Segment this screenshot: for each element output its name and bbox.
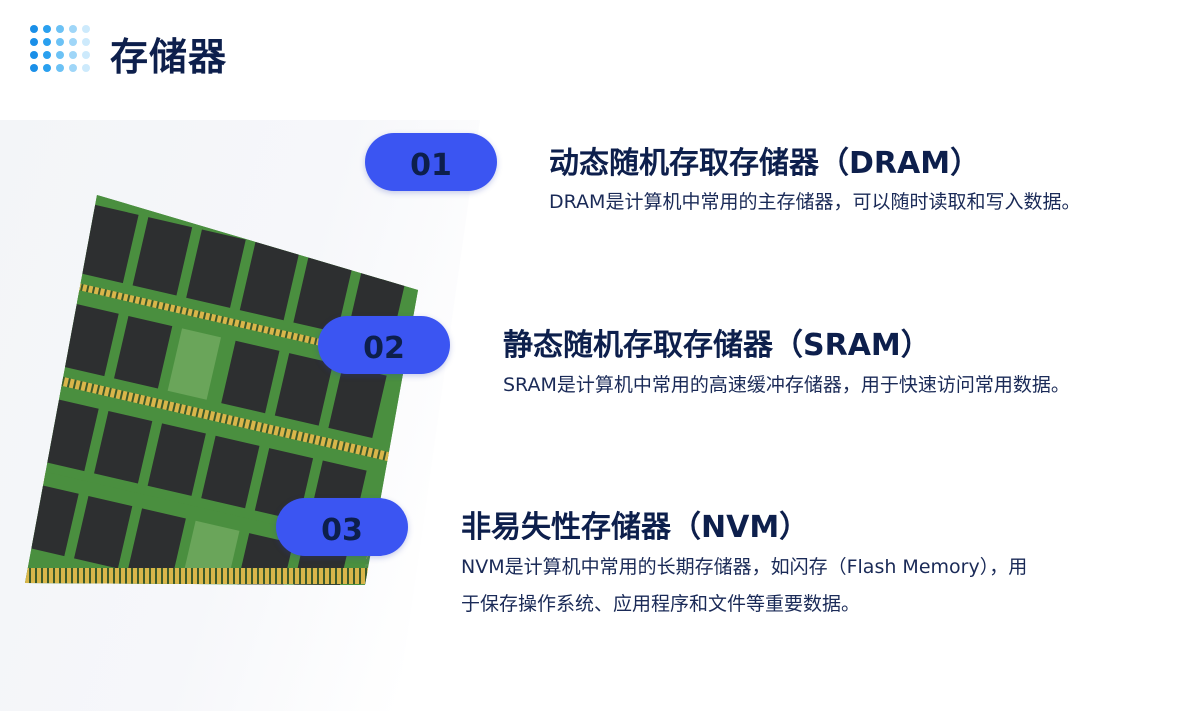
- item-number-badge: 01: [365, 133, 497, 191]
- item-number: 01: [410, 147, 452, 183]
- item-description-line-1: NVM是计算机中常用的长期存储器，如闪存（Flash Memory），用: [461, 556, 1028, 578]
- item-title: 非易失性存储器（NVM）: [461, 510, 810, 545]
- dot-grid-icon: [30, 25, 90, 73]
- item-description: DRAM是计算机中常用的主存储器，可以随时读取和写入数据。: [549, 191, 1081, 213]
- item-number: 03: [321, 512, 363, 548]
- item-number-badge: 03: [276, 498, 408, 556]
- item-title: 静态随机存取存储器（SRAM）: [503, 328, 931, 363]
- item-number: 02: [363, 330, 405, 366]
- item-number-badge: 02: [318, 316, 450, 374]
- item-description-line-2: 于保存操作系统、应用程序和文件等重要数据。: [461, 593, 861, 615]
- page-title: 存储器: [110, 35, 228, 79]
- item-description: SRAM是计算机中常用的高速缓冲存储器，用于快速访问常用数据。: [503, 374, 1070, 396]
- item-title: 动态随机存取存储器（DRAM）: [549, 146, 981, 181]
